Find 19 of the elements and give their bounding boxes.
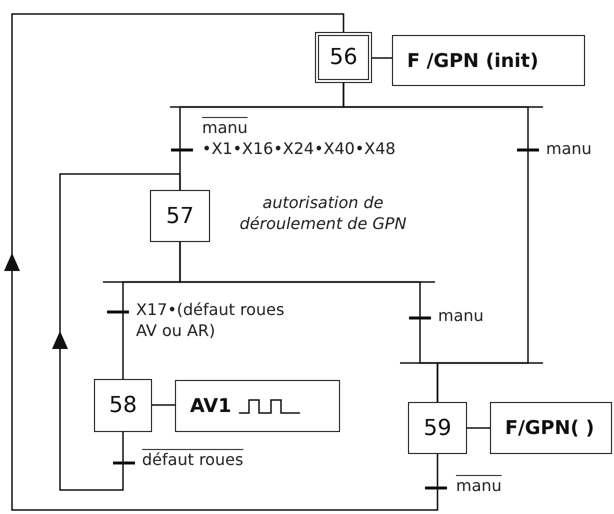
node-text: AV1 bbox=[190, 395, 232, 417]
link-line bbox=[467, 427, 490, 429]
action-box bbox=[490, 402, 612, 454]
node-text: 56 bbox=[330, 45, 358, 70]
initial-step-box bbox=[315, 32, 372, 83]
link-line bbox=[372, 57, 392, 59]
node-text: 59 bbox=[424, 416, 452, 440]
step-comment: autorisation de déroulement de GPN bbox=[238, 193, 408, 235]
step-box bbox=[408, 402, 467, 454]
link-line bbox=[179, 242, 438, 402]
step-box bbox=[94, 379, 152, 432]
action-box bbox=[175, 380, 340, 432]
node-text: F /GPN (init) bbox=[407, 50, 539, 72]
step-box bbox=[150, 190, 210, 242]
link-line bbox=[152, 404, 175, 406]
action-box bbox=[392, 35, 585, 86]
node-text: 57 bbox=[166, 204, 194, 228]
node-text: 58 bbox=[109, 393, 137, 418]
node-text: F/GPN( ) bbox=[505, 417, 594, 439]
